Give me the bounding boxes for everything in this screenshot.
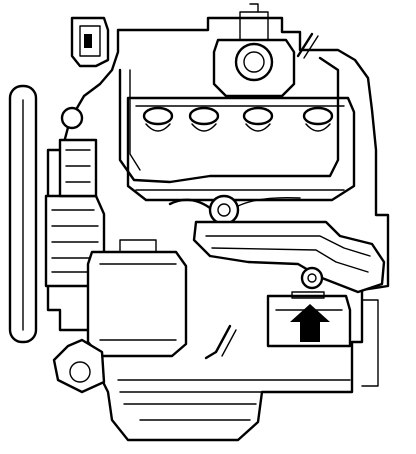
runner-4 [302,106,334,132]
engine-block [46,16,390,442]
oil-pan [117,379,351,405]
dipstick-tube [204,324,237,360]
crank-pulley-belt [8,84,38,344]
runner-3 [242,106,274,132]
top-left-sensor [70,16,110,68]
valve-cover [126,96,356,202]
oil-filler-cap [60,106,84,130]
intake-runners [142,106,334,132]
oxygen-sensor [300,266,324,290]
location-arrow [290,304,330,342]
left-bracket [58,138,98,198]
throttle-body [212,3,296,98]
vacuum-hose [118,56,340,184]
runner-1 [142,106,174,132]
runner-2 [188,106,220,132]
coolant-outlet-pipe [52,338,106,394]
water-pump-housing [86,239,188,358]
exhaust-manifold [192,220,386,294]
fuel-rail-line [296,32,319,59]
